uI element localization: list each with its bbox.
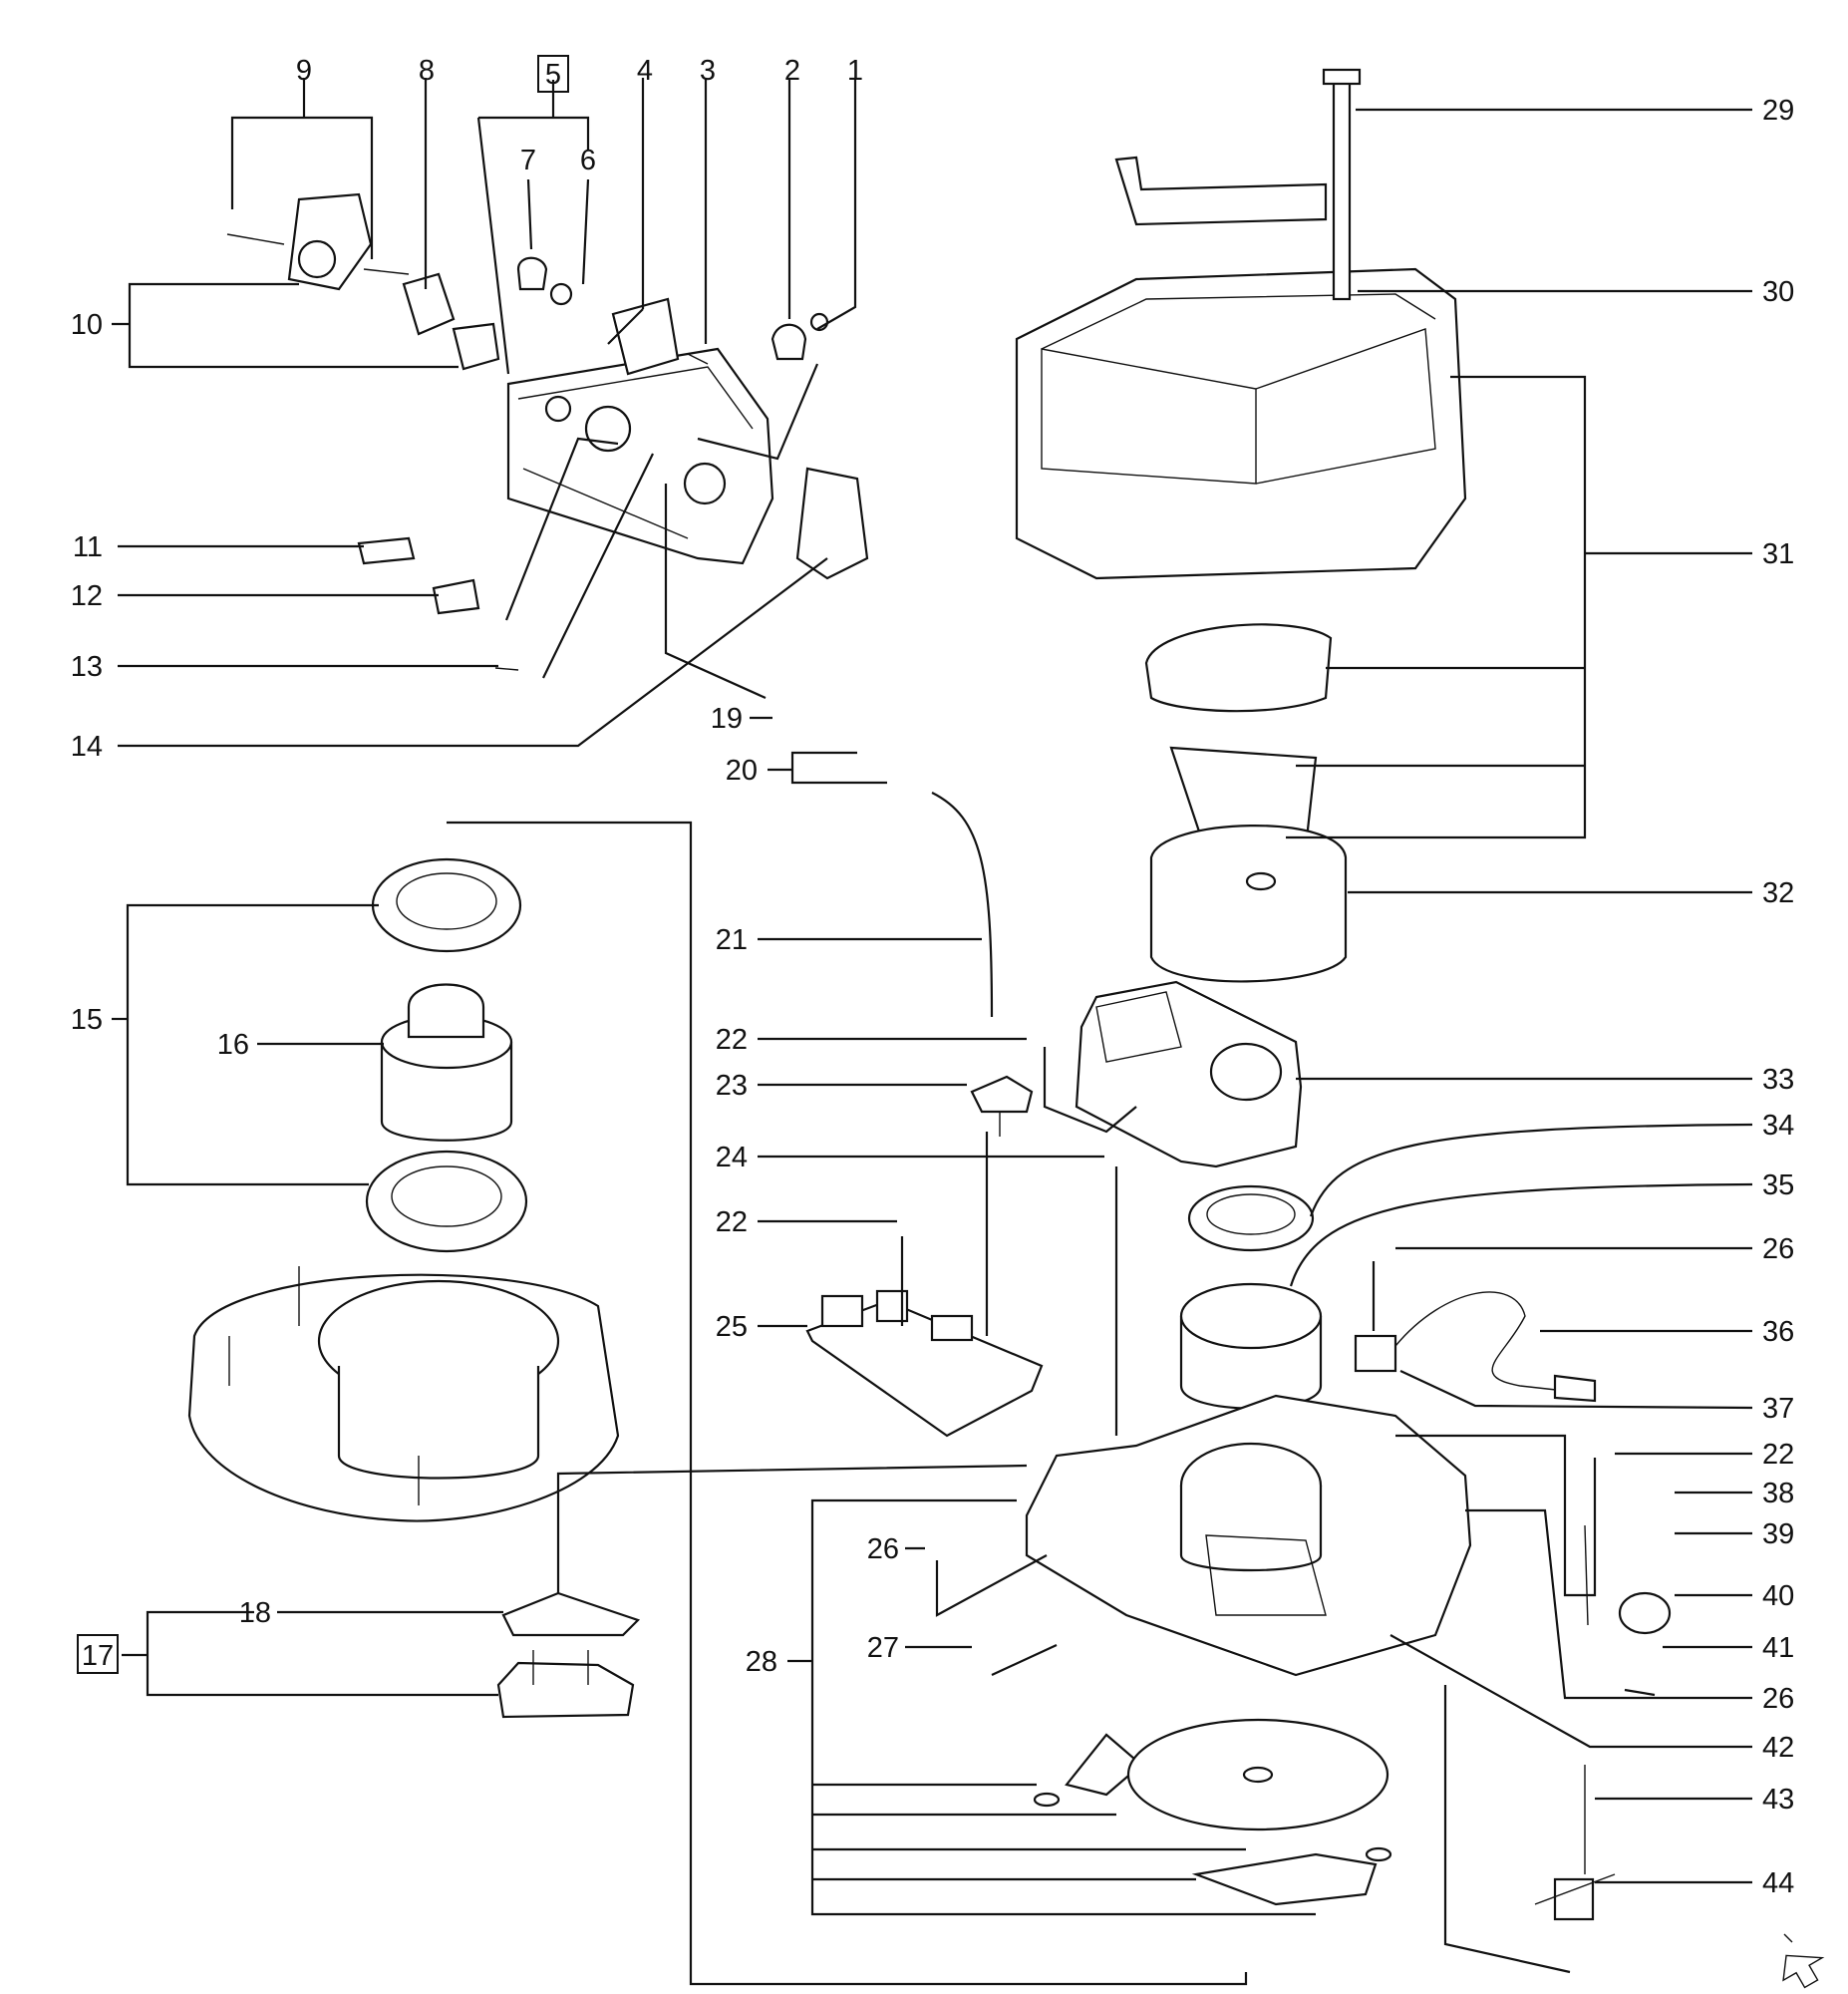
part-label-34: 34: [1762, 1110, 1794, 1142]
next-page-arrow-icon: [1782, 1933, 1825, 1989]
part-label-31: 31: [1762, 538, 1794, 570]
part-label-30: 30: [1762, 276, 1794, 308]
part-label-33: 33: [1762, 1064, 1794, 1096]
part-label-7: 7: [520, 145, 536, 176]
part-label-24: 24: [716, 1142, 748, 1173]
small-parts-top-left: [226, 192, 829, 671]
foot-parts: [496, 1591, 641, 1719]
part-label-41: 41: [1762, 1632, 1794, 1664]
part-label-28: 28: [746, 1646, 777, 1678]
part-label-5: 5: [545, 59, 561, 91]
part-label-27: 27: [867, 1632, 899, 1664]
part-label-2: 2: [784, 55, 800, 87]
part-label-22-a: 22: [716, 1024, 748, 1056]
base-plates: [1033, 1718, 1392, 1906]
power-cord: [1354, 1291, 1597, 1403]
part-label-32: 32: [1762, 877, 1794, 909]
part-label-18: 18: [239, 1597, 271, 1629]
part-label-6: 6: [580, 145, 596, 176]
leader-lines: [112, 78, 1753, 1986]
part-label-44: 44: [1762, 1867, 1794, 1899]
part-label-26-c: 26: [1762, 1683, 1794, 1715]
part-label-16: 16: [217, 1029, 249, 1061]
part-label-9: 9: [296, 55, 312, 87]
circuit-board: [805, 1289, 1044, 1438]
part-label-37: 37: [1762, 1393, 1794, 1425]
lower-housing: [187, 1266, 620, 1522]
part-label-26-b: 26: [1762, 1233, 1794, 1265]
motor-housing: [1075, 980, 1303, 1168]
part-label-19: 19: [711, 703, 743, 735]
head-housing: [1015, 68, 1467, 580]
boxed-label-5-frame: [537, 55, 569, 93]
part-label-43: 43: [1762, 1784, 1794, 1816]
part-label-3: 3: [700, 55, 716, 87]
part-label-4: 4: [637, 55, 653, 87]
part-label-26-a: 26: [867, 1533, 899, 1565]
part-label-12: 12: [71, 580, 103, 612]
control-panel-housing: [506, 347, 869, 580]
part-label-17: 17: [82, 1640, 114, 1672]
part-label-20: 20: [726, 755, 758, 787]
part-number-labels: 1 2 3 4 5 6 7 8 9 10 11 12 13 14 15 16 1…: [71, 55, 1794, 1899]
part-label-1: 1: [847, 55, 863, 87]
part-label-22-b: 22: [716, 1206, 748, 1238]
part-label-14: 14: [71, 731, 103, 763]
part-label-10: 10: [71, 309, 103, 341]
part-label-15: 15: [71, 1004, 103, 1036]
seal-rings: [1179, 1184, 1323, 1410]
part-label-23: 23: [716, 1070, 748, 1102]
right-small-parts: [1534, 1524, 1672, 1921]
part-label-42: 42: [1762, 1732, 1794, 1764]
part-label-39: 39: [1762, 1518, 1794, 1550]
part-label-21: 21: [716, 924, 748, 956]
part-label-40: 40: [1762, 1580, 1794, 1612]
part-label-36: 36: [1762, 1316, 1794, 1348]
base-chassis: [1025, 1394, 1472, 1677]
part-label-38: 38: [1762, 1478, 1794, 1509]
switch-23: [970, 1075, 1034, 1137]
part-label-11: 11: [73, 531, 103, 563]
part-label-29: 29: [1762, 95, 1794, 127]
baffle-parts: [1144, 623, 1348, 983]
part-label-8: 8: [419, 55, 435, 87]
part-label-13: 13: [71, 651, 103, 683]
boxed-label-17-frame: [77, 1634, 119, 1674]
part-label-22-c: 22: [1762, 1439, 1794, 1471]
part-label-25: 25: [716, 1311, 748, 1343]
motor-assembly: [365, 857, 528, 1253]
part-label-35: 35: [1762, 1169, 1794, 1201]
part-drawings: [187, 68, 1672, 1921]
